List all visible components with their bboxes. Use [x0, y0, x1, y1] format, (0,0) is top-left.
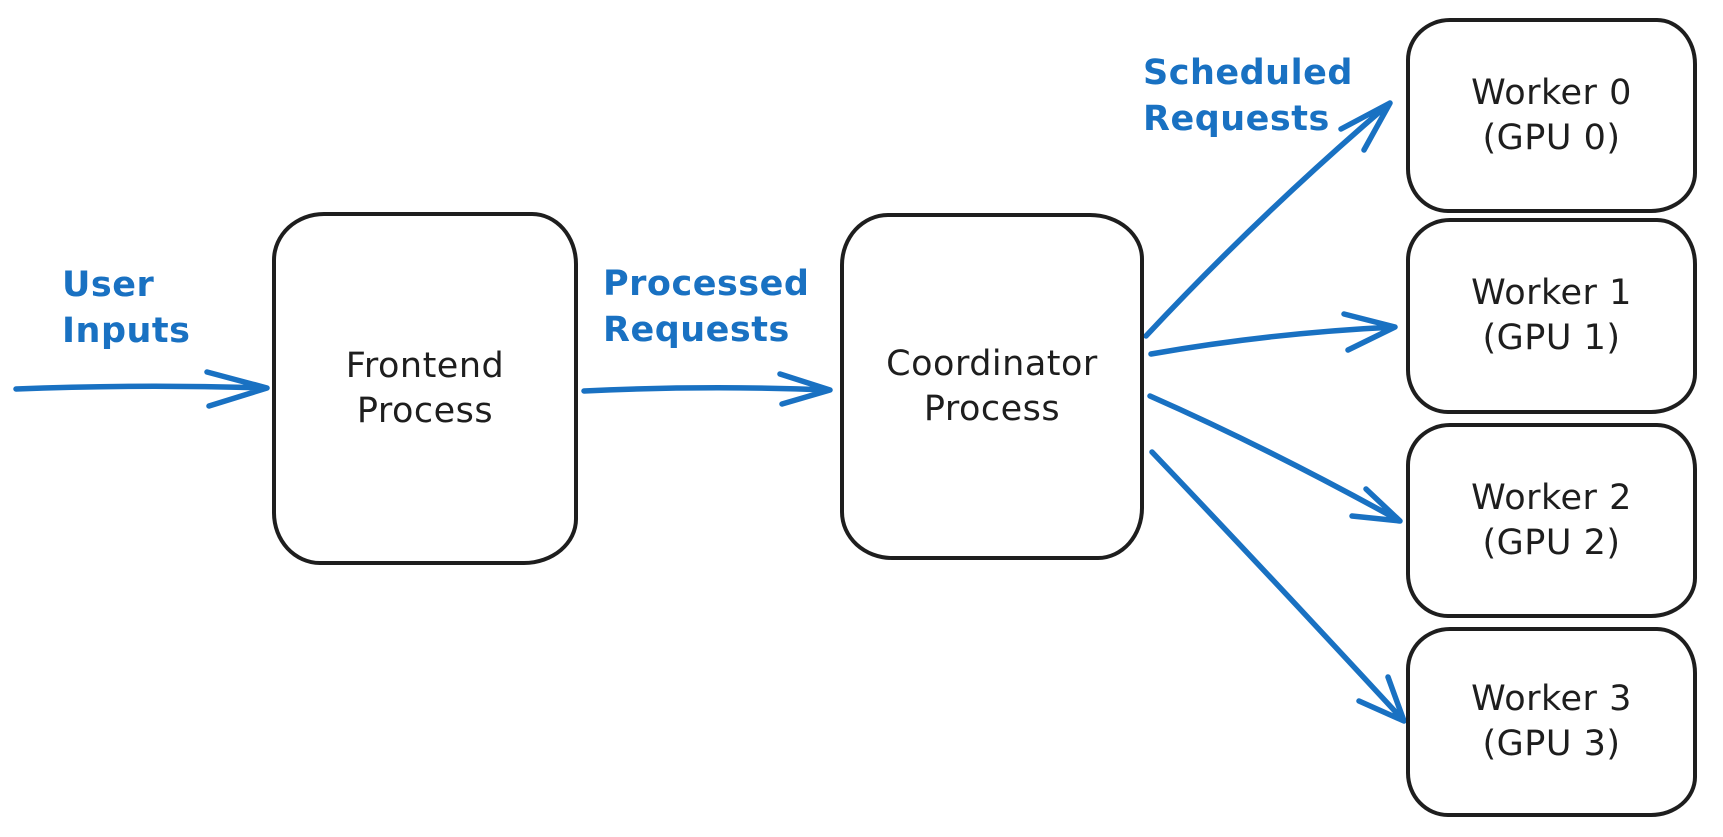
user-inputs-label-line1: User: [62, 265, 155, 305]
scheduled-requests-label-line1: Scheduled: [1143, 53, 1353, 93]
scheduled-requests-arrow-worker-1: [1148, 311, 1398, 357]
coordinator-label-line2: Process: [923, 388, 1061, 429]
scheduled-requests-arrow-worker-2: [1147, 393, 1403, 524]
user-inputs-label-line2: Inputs: [62, 311, 191, 351]
frontend-label-line2: Process: [356, 390, 494, 431]
processed-requests-label: Processed Requests: [603, 261, 809, 353]
user-inputs-arrow: [13, 369, 270, 409]
worker-0-label-line2: (GPU 0): [1482, 117, 1621, 158]
user-inputs-label: User Inputs: [62, 262, 190, 354]
processed-requests-label-line1: Processed: [603, 264, 810, 304]
scheduled-requests-label: Scheduled Requests: [1143, 50, 1353, 142]
node-worker-1: Worker 1 (GPU 1): [1406, 218, 1697, 414]
node-worker-3: Worker 3 (GPU 3): [1406, 627, 1697, 817]
worker-3-label: Worker 3 (GPU 3): [1471, 677, 1632, 767]
frontend-process-label: Frontend Process: [346, 344, 504, 434]
processed-requests-arrow: [581, 371, 833, 407]
worker-0-label-line1: Worker 0: [1471, 72, 1632, 113]
coordinator-process-label: Coordinator Process: [886, 342, 1098, 432]
frontend-label-line1: Frontend: [345, 345, 505, 386]
worker-2-label-line1: Worker 2: [1471, 477, 1632, 518]
scheduled-requests-label-line2: Requests: [1143, 99, 1330, 139]
scheduled-requests-arrow-worker-3: [1149, 449, 1407, 724]
node-worker-2: Worker 2 (GPU 2): [1406, 423, 1697, 618]
node-frontend-process: Frontend Process: [272, 212, 578, 565]
worker-0-label: Worker 0 (GPU 0): [1471, 71, 1632, 161]
worker-1-label-line2: (GPU 1): [1482, 318, 1621, 358]
worker-1-label: Worker 1 (GPU 1): [1471, 271, 1632, 361]
worker-1-label-line1: Worker 1: [1471, 273, 1632, 313]
worker-3-label-line2: (GPU 3): [1482, 724, 1621, 764]
worker-2-label-line2: (GPU 2): [1482, 522, 1621, 563]
worker-3-label-line1: Worker 3: [1471, 679, 1632, 719]
node-coordinator-process: Coordinator Process: [840, 213, 1144, 560]
coordinator-label-line1: Coordinator: [886, 343, 1098, 384]
node-worker-0: Worker 0 (GPU 0): [1406, 18, 1697, 213]
processed-requests-label-line2: Requests: [603, 310, 790, 350]
worker-2-label: Worker 2 (GPU 2): [1471, 476, 1632, 566]
